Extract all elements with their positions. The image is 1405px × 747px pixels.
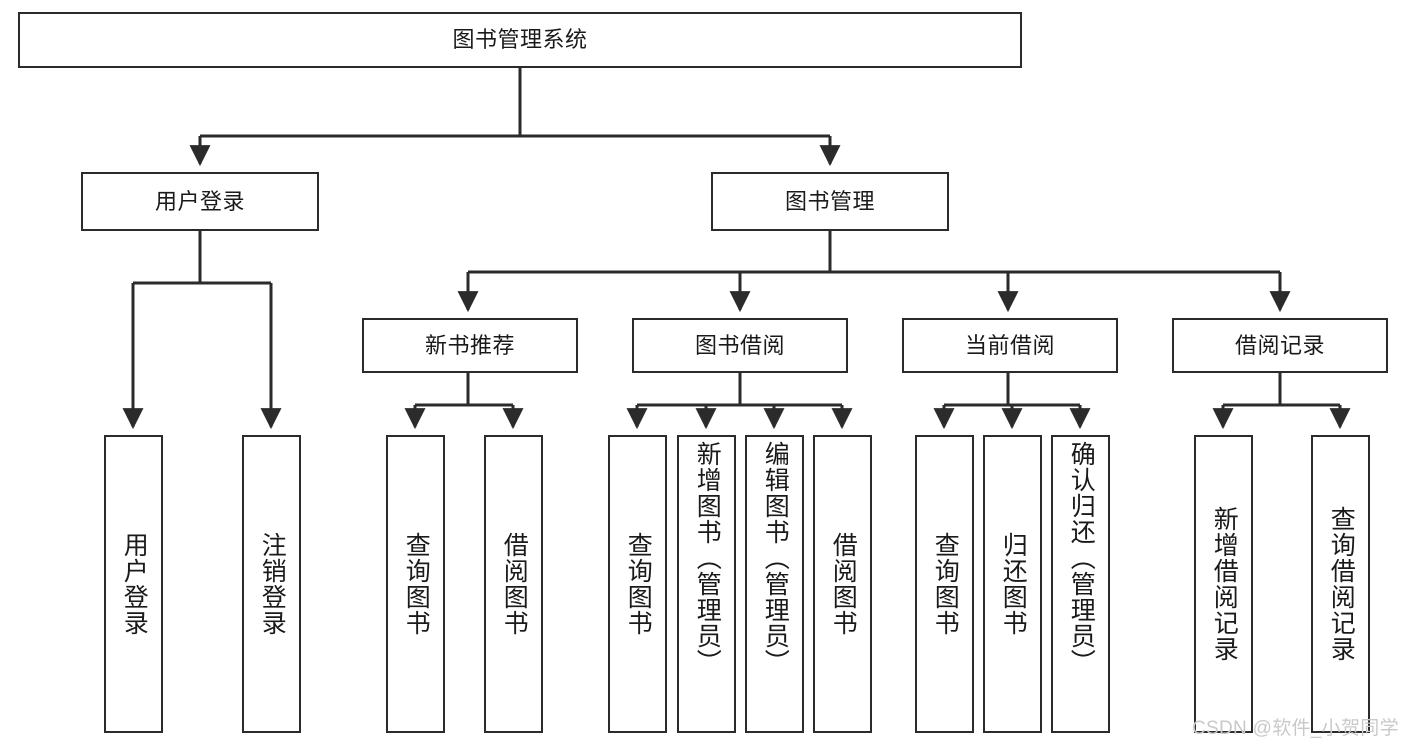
node-borrow-record[interactable]: 借阅记录 <box>1172 318 1388 373</box>
leaf-node[interactable]: 查询借阅记录 <box>1311 435 1370 733</box>
leaf-node[interactable]: 确认归还（管理员） <box>1051 435 1110 733</box>
leaf-node-label: 查询图书 <box>624 532 653 636</box>
node-book-management[interactable]: 图书管理 <box>711 172 949 231</box>
node-current-borrow-label: 当前借阅 <box>964 332 1055 358</box>
leaf-node-label: 注销登录 <box>258 532 287 636</box>
node-new-book-recommend-label: 新书推荐 <box>424 332 515 358</box>
leaf-node-label: 归还图书 <box>999 532 1028 636</box>
leaf-node-label: 新增借阅记录 <box>1210 506 1239 662</box>
leaf-node-label: 查询图书 <box>931 532 960 636</box>
leaf-node[interactable]: 查询图书 <box>915 435 974 733</box>
leaf-node-label: 借阅图书 <box>500 532 529 636</box>
leaf-node[interactable]: 注销登录 <box>242 435 301 733</box>
leaf-node-label: 查询借阅记录 <box>1327 506 1356 662</box>
leaf-node[interactable]: 编辑图书（管理员） <box>745 435 804 733</box>
leaf-node-label: 新增图书（管理员） <box>693 441 722 675</box>
node-root-label: 图书管理系统 <box>452 27 588 53</box>
node-book-borrow-label: 图书借阅 <box>694 332 785 358</box>
node-new-book-recommend[interactable]: 新书推荐 <box>362 318 578 373</box>
node-root[interactable]: 图书管理系统 <box>18 12 1022 68</box>
leaf-node[interactable]: 新增图书（管理员） <box>677 435 736 733</box>
node-current-borrow[interactable]: 当前借阅 <box>902 318 1118 373</box>
leaf-node[interactable]: 查询图书 <box>608 435 667 733</box>
csdn-watermark: CSDN @软件_小贺同学 <box>1192 718 1399 739</box>
leaf-node-label: 确认归还（管理员） <box>1067 441 1096 675</box>
leaf-node-label: 查询图书 <box>402 532 431 636</box>
node-borrow-record-label: 借阅记录 <box>1234 332 1325 358</box>
leaf-node-label: 用户登录 <box>120 532 149 636</box>
leaf-node[interactable]: 新增借阅记录 <box>1194 435 1253 733</box>
leaf-node[interactable]: 借阅图书 <box>484 435 543 733</box>
leaf-node-label: 借阅图书 <box>829 532 858 636</box>
leaf-node[interactable]: 用户登录 <box>104 435 163 733</box>
leaf-node[interactable]: 查询图书 <box>386 435 445 733</box>
leaf-node-label: 编辑图书（管理员） <box>761 441 790 675</box>
node-book-management-label: 图书管理 <box>784 188 875 214</box>
node-user-login-label: 用户登录 <box>154 188 245 214</box>
leaf-node[interactable]: 归还图书 <box>983 435 1042 733</box>
node-user-login[interactable]: 用户登录 <box>81 172 319 231</box>
node-book-borrow[interactable]: 图书借阅 <box>632 318 848 373</box>
leaf-node[interactable]: 借阅图书 <box>813 435 872 733</box>
